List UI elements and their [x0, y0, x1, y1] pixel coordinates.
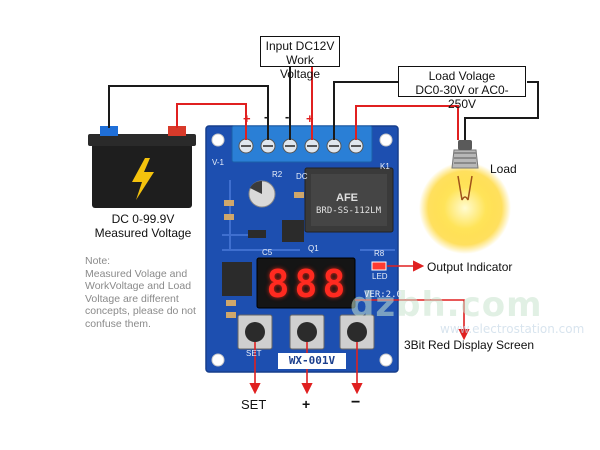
load-voltage-box: Load Volage DC0-30V or AC0-250V	[398, 66, 526, 111]
input-box-line-1: Input DC12V	[265, 39, 335, 53]
note-line: Voltage are different	[85, 292, 179, 305]
load-label: Load	[490, 162, 517, 176]
terminal-block	[231, 125, 373, 163]
relay	[304, 167, 394, 233]
silk-k1: K1	[380, 162, 390, 171]
watermark-url: www.electrostation.com	[440, 322, 585, 336]
note-line: confuse them.	[85, 317, 151, 330]
terminal-sign-2: -	[264, 109, 269, 124]
watermark: dzbh.com	[350, 285, 543, 325]
plus-button-label: +	[302, 396, 311, 412]
wires	[108, 66, 539, 140]
note-line: concepts, please do not	[85, 305, 196, 317]
silk-c5: C5	[262, 248, 273, 257]
note-line: WorkVoltage and Load	[85, 280, 192, 292]
battery-label: DC 0-99.9V Measured Voltage	[88, 212, 198, 240]
silk-r2: R2	[272, 170, 283, 179]
silk-q1: Q1	[308, 244, 319, 253]
relay-model: BRD-SS-112LM	[316, 206, 382, 216]
display-digit-3: 8	[322, 262, 346, 306]
components	[222, 192, 304, 318]
note-line: Note:	[85, 255, 111, 267]
display-screen-label: 3Bit Red Display Screen	[404, 338, 535, 352]
input-voltage-box: Input DC12V Work Voltage	[260, 36, 340, 81]
relay-brand: AFE	[336, 192, 358, 204]
light-bulb-icon	[419, 140, 511, 254]
input-box-line-2: Work Voltage	[279, 53, 321, 81]
load-box-line-1: Load Volage	[428, 69, 496, 83]
board-version: VER:2.0	[364, 290, 402, 300]
silk-led: LED	[372, 272, 388, 281]
tactile-buttons	[237, 314, 375, 350]
silk-v1: V-1	[212, 158, 225, 167]
terminal-sign-3: -	[285, 109, 290, 124]
silk-set: SET	[246, 349, 262, 358]
battery-label-line-2: Measured Voltage	[94, 226, 192, 240]
capacitor	[248, 180, 276, 208]
battery-label-line-1: DC 0-99.9V	[111, 212, 175, 226]
output-indicator-label: Output Indicator	[427, 260, 513, 274]
display-digit-2: 8	[294, 262, 318, 306]
silk-r8: R8	[374, 249, 385, 258]
load-box-line-2: DC0-30V or AC0-250V	[415, 83, 509, 111]
display-body	[256, 257, 356, 309]
note-line: Measured Volage and	[85, 267, 188, 280]
led-indicator	[371, 261, 387, 271]
terminal-sign-1: +	[243, 111, 251, 126]
terminal-sign-4: +	[306, 111, 314, 126]
minus-button-label: −	[351, 394, 361, 411]
board-model: WX-001V	[278, 353, 346, 369]
note-text: Note: Measured Volage and WorkVoltage an…	[85, 255, 215, 330]
display-digit-1: 8	[266, 262, 290, 306]
silk-dc: DC	[296, 172, 308, 181]
set-button-label: SET	[241, 397, 267, 412]
lightning-icon	[132, 158, 154, 200]
battery-icon	[88, 126, 196, 208]
